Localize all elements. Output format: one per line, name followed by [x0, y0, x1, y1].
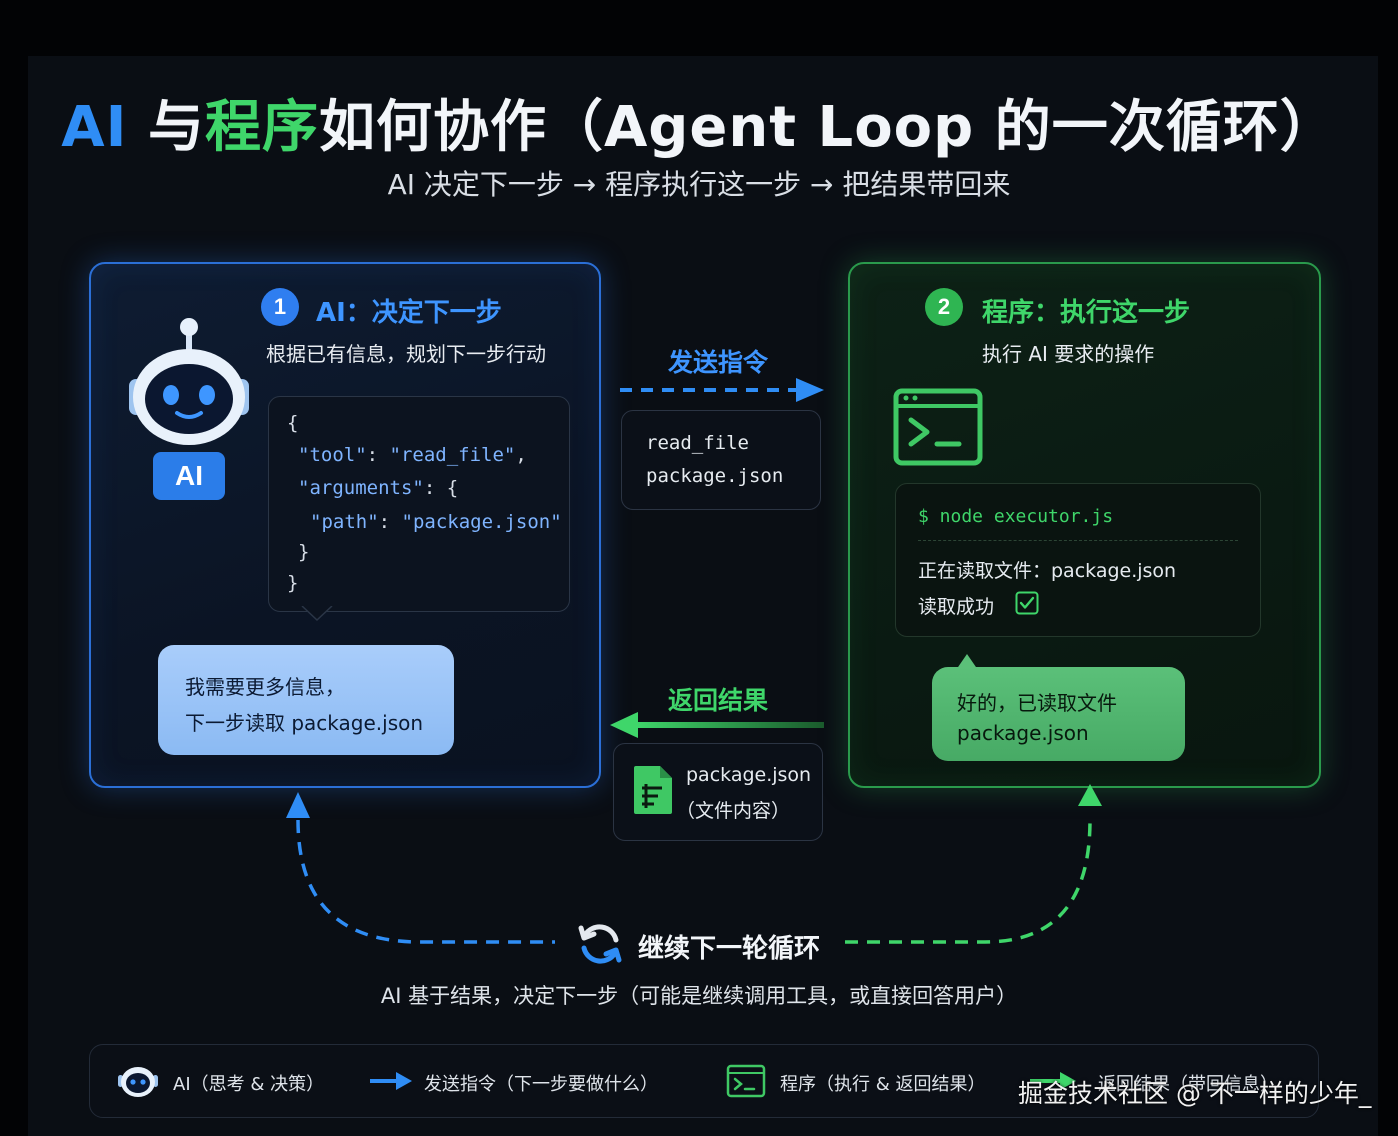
program-bubble-line1: 好的，已读取文件 — [957, 691, 1117, 715]
json-key-path: "path" — [310, 511, 379, 533]
return-arrow — [610, 712, 824, 738]
terminal-line-reading: 正在读取文件：package.json — [918, 560, 1177, 582]
send-message-line2: package.json — [646, 465, 784, 487]
ai-step-desc: 根据已有信息，规划下一步行动 — [266, 342, 546, 366]
legend: AI（思考 & 决策） 发送指令（下一步要做什么） 程序（执行 & 返回结果） … — [89, 1044, 1319, 1118]
return-arrow-label: 返回结果 — [668, 686, 769, 715]
ai-bubble-line2: 下一步读取 package.json — [185, 711, 424, 735]
json-open-brace: { — [287, 412, 299, 434]
page-subtitle: AI 决定下一步 → 程序执行这一步 → 把结果带回来 — [387, 168, 1011, 201]
program-reply-bubble: 好的，已读取文件 package.json — [932, 667, 1185, 761]
legend-ai-text: AI（思考 & 决策） — [173, 1074, 325, 1095]
ai-thought-bubble: 我需要更多信息， 下一步读取 package.json — [158, 645, 454, 755]
ai-step-title: AI：决定下一步 — [316, 298, 502, 328]
title-program: 程序 — [204, 95, 319, 160]
program-step-desc: 执行 AI 要求的操作 — [982, 342, 1155, 366]
legend-return-arrow-icon — [1030, 1072, 1076, 1090]
legend-program-text: 程序（执行 & 返回结果） — [780, 1074, 986, 1095]
json-path-line: "path": "package.json" — [310, 511, 562, 533]
program-bubble-line2: package.json — [957, 721, 1089, 745]
legend-robot-icon — [118, 1067, 158, 1097]
terminal-line-success: 读取成功 — [918, 596, 995, 618]
json-val-tool: "read_file" — [389, 444, 516, 466]
step-2-badge: 2 — [925, 288, 963, 326]
json-box-tail — [301, 606, 333, 622]
return-message-line2: （文件内容） — [676, 800, 791, 822]
json-close-outer: } — [287, 572, 299, 594]
send-message-line1: read_file — [646, 432, 749, 454]
terminal-divider — [918, 540, 1238, 541]
json-arguments-line: "arguments": { — [298, 477, 459, 499]
json-close-inner: } — [298, 541, 310, 563]
json-key-arguments: "arguments" — [298, 477, 424, 499]
legend-terminal-icon — [726, 1064, 766, 1098]
page-title: AI 与程序如何协作（Agent Loop 的一次循环） — [0, 82, 1398, 163]
robot-icon — [129, 318, 249, 445]
ai-json-box — [268, 396, 570, 612]
file-document-icon — [634, 766, 672, 814]
step-1-badge: 1 — [261, 288, 299, 326]
ai-badge: AI — [153, 452, 225, 500]
return-message-line1: package.json — [686, 764, 812, 786]
watermark: 掘金技术社区 @ 不一样的少年_ — [1018, 1079, 1372, 1108]
program-step-title: 程序：执行这一步 — [982, 298, 1191, 328]
json-val-path: "package.json" — [401, 511, 562, 533]
refresh-cycle-icon — [578, 924, 622, 964]
send-message-box — [621, 410, 821, 510]
send-arrow-label: 发送指令 — [668, 348, 769, 377]
send-arrow — [620, 378, 824, 402]
title-rest: 如何协作（Agent Loop 的一次循环） — [318, 95, 1337, 160]
legend-send-text: 发送指令（下一步要做什么） — [424, 1074, 658, 1095]
ai-bubble-line1: 我需要更多信息， — [185, 675, 345, 699]
program-bubble-tail — [956, 654, 978, 670]
checkbox-checked-icon — [1015, 591, 1039, 615]
json-tool-line: "tool": "read_file", — [298, 444, 527, 466]
terminal-output-box — [895, 483, 1261, 637]
terminal-icon — [893, 388, 983, 466]
loop-description: AI 基于结果，决定下一步（可能是继续调用工具，或直接回答用户） — [380, 984, 1018, 1008]
loop-label: 继续下一轮循环 — [638, 934, 821, 964]
json-key-tool: "tool" — [298, 444, 367, 466]
legend-send-arrow-icon — [370, 1072, 412, 1090]
title-ai: AI — [61, 95, 128, 160]
title-with: 与 — [127, 95, 205, 160]
terminal-command: $ node executor.js — [918, 506, 1114, 527]
legend-return-text: 返回结果（带回信息） — [1098, 1074, 1278, 1095]
